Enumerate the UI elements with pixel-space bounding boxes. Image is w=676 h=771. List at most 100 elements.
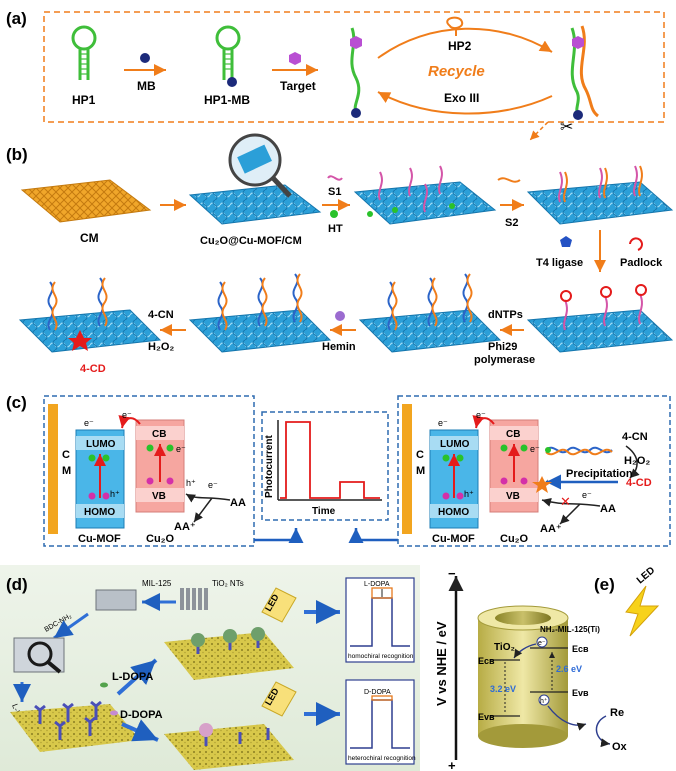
mb-ball-icon <box>140 53 150 63</box>
photocurrent-trace <box>280 421 380 499</box>
homochiral-label: homochiral recognition <box>348 653 414 660</box>
d-dopa-surface <box>164 724 294 770</box>
s1-strand-icon <box>327 175 343 181</box>
precipitation-label: Precipitation <box>566 468 633 480</box>
hp2-hairpin-icon <box>446 16 464 30</box>
e-cb-mof-label: Eᴄʙ <box>572 644 589 654</box>
mb-label: MB <box>137 79 156 93</box>
hp1-label: HP1 <box>72 93 96 107</box>
s2-label: S2 <box>505 217 518 229</box>
4cn-label-c: 4-CN <box>622 431 648 443</box>
lightning-bolt-icon <box>625 585 660 637</box>
vb-label-left: VB <box>152 491 166 502</box>
h2o2-label-c: H₂O₂ <box>624 455 650 467</box>
gap-tio2-label: 3.2 eV <box>490 684 516 694</box>
phi29-label: Phi29 <box>488 341 517 353</box>
s1-label: S1 <box>328 186 341 198</box>
h-plus-mof-left: h⁺ <box>110 489 120 499</box>
d-dopa-label: D-DOPA <box>120 709 163 721</box>
gap-mof-label: 2.6 eV <box>556 664 582 674</box>
nh2-mil-label: NH₂-MIL-125(Ti) <box>540 625 600 634</box>
ox-label: Ox <box>612 741 628 753</box>
mil125-block <box>95 589 137 611</box>
homochiral-inset <box>345 577 415 663</box>
t4-ligase-icon <box>560 236 572 247</box>
cu2o-label-right: Cu₂O <box>500 533 529 545</box>
4cd-label-b: 4-CD <box>80 363 106 375</box>
s2-strand-icon <box>497 177 521 183</box>
aa-plus-label-right: AA⁺ <box>540 523 562 535</box>
mof-mesh-padlock <box>526 309 674 353</box>
hole-icon-e <box>538 694 550 706</box>
cu2o-mof-cm-label: Cu₂O@Cu-MOF/CM <box>200 235 302 247</box>
cm-mesh <box>20 179 152 223</box>
cm-letter-m-left: M <box>62 465 71 477</box>
axis-plus: + <box>448 758 456 771</box>
hemin-icon <box>335 311 345 321</box>
panel-a: (a) HP1 MB HP1-MB <box>6 9 665 141</box>
scissors-icon: ✂ <box>560 119 573 136</box>
tio2-nts-label: TiO₂ NTs <box>212 579 244 588</box>
cm-letter-c-right: C <box>416 449 424 461</box>
panel-label-b: (b) <box>6 145 28 164</box>
e-cb-tio2-label: Eᴄʙ <box>478 656 495 666</box>
cu-mof-label-right: Cu-MOF <box>432 533 475 545</box>
4cd-star-icon <box>532 476 552 493</box>
4cd-label-c: 4-CD <box>626 477 652 489</box>
e-minus-mof-left: e⁻ <box>84 418 94 428</box>
vb-label-right: VB <box>506 491 520 502</box>
dna-hemin-complex-icon <box>545 446 613 456</box>
heterochiral-inset <box>345 679 415 765</box>
mof-mesh-final <box>18 309 162 353</box>
inset-d-dopa-label: D-DOPA <box>364 689 391 696</box>
re-label: Re <box>610 707 624 719</box>
hp2-label: HP2 <box>448 39 472 53</box>
e-vb-mof-label: Eᴠʙ <box>572 688 589 698</box>
e-minus-aa-right: e⁻ <box>582 490 592 500</box>
l-dopa-label: L-DOPA <box>112 671 153 683</box>
magnifier-icon-d <box>27 641 53 667</box>
ht-label: HT <box>328 223 343 235</box>
c-left-frame <box>43 395 255 547</box>
padlock-label: Padlock <box>620 257 663 269</box>
blocked-x-icon: ✕ <box>560 494 571 509</box>
s1-strands-on-mesh <box>378 165 443 213</box>
lumo-label-left: LUMO <box>86 439 116 450</box>
his-surface <box>10 704 140 752</box>
e-minus-cu2o-right: e⁻ <box>530 444 540 454</box>
hp1-hairpin-icon <box>71 25 97 80</box>
photocurrent-axis-label: Photocurrent <box>264 435 275 498</box>
t4-ligase-label: T4 ligase <box>536 257 583 269</box>
panel-b: (b) CM Cu₂O@Cu-MOF/CM S1 HT S2 <box>6 133 674 375</box>
4cn-label-b: 4-CN <box>148 309 174 321</box>
h-plus-mof-right: h⁺ <box>464 489 474 499</box>
energy-axis-label: V vs NHE / eV <box>434 621 449 706</box>
aa-label-right: AA <box>600 503 616 515</box>
l-dopa-molecule-icon <box>100 682 108 688</box>
tio2-nts-block <box>180 588 208 610</box>
e-minus-e: e⁻ <box>538 640 546 647</box>
panel-label-d: (d) <box>6 575 28 594</box>
axis-minus: − <box>448 566 456 581</box>
aa-label-left: AA <box>230 497 246 509</box>
cu-mof-label-left: Cu-MOF <box>78 533 121 545</box>
panel-a-dashed-frame <box>43 11 665 123</box>
target-hexagon-icon <box>289 52 301 65</box>
e-minus-transfer-right: e⁻ <box>476 410 486 420</box>
c-right-frame <box>397 395 671 547</box>
hp1-mb-label: HP1-MB <box>204 93 250 107</box>
cm-label: CM <box>80 231 99 245</box>
polymerase-label: polymerase <box>474 354 535 366</box>
target-label: Target <box>280 79 316 93</box>
e-vb-tio2-label: Eᴠʙ <box>478 712 495 722</box>
d-dopa-molecule-icon <box>110 710 118 716</box>
recycle-label: Recycle <box>428 63 485 80</box>
cb-label-right: CB <box>506 429 520 440</box>
inset-l-dopa-label: L-DOPA <box>364 581 390 588</box>
cm-letter-m-right: M <box>416 465 425 477</box>
mof-mesh-1 <box>188 184 322 225</box>
panel-c: (c) C M LUMO HOMO h⁺ e⁻ Cu-MOF CB VB e⁻ … <box>6 393 671 547</box>
h2o2-label-b: H₂O₂ <box>148 341 174 353</box>
h-plus-cu2o-left: h⁺ <box>186 478 196 488</box>
padlock-icon <box>629 237 643 251</box>
